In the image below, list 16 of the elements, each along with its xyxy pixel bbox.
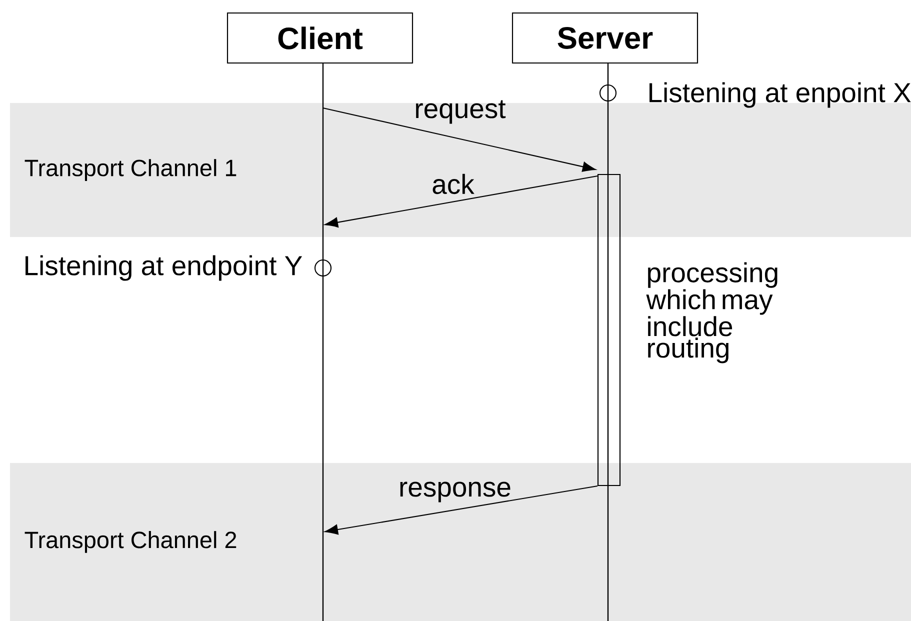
activation-bar (597, 174, 621, 486)
message-arrow (324, 175, 598, 228)
message-arrow (324, 485, 598, 535)
endpoint-label: Listening at enpoint X (650, 82, 911, 108)
participant-box: Client (226, 12, 414, 64)
message-arrow (322, 107, 596, 172)
message-label: request (416, 100, 506, 124)
endpoint-circle (314, 259, 332, 277)
processing-note: processing which may include routing (646, 262, 778, 364)
participant-box: Server (512, 12, 698, 64)
lifeline (322, 63, 324, 621)
endpoint-label: Listening at endpoint Y (26, 255, 302, 281)
lifeline (607, 63, 609, 621)
message-label: ack (432, 174, 474, 194)
endpoint-circle (599, 84, 617, 102)
message-label: response (400, 482, 510, 502)
